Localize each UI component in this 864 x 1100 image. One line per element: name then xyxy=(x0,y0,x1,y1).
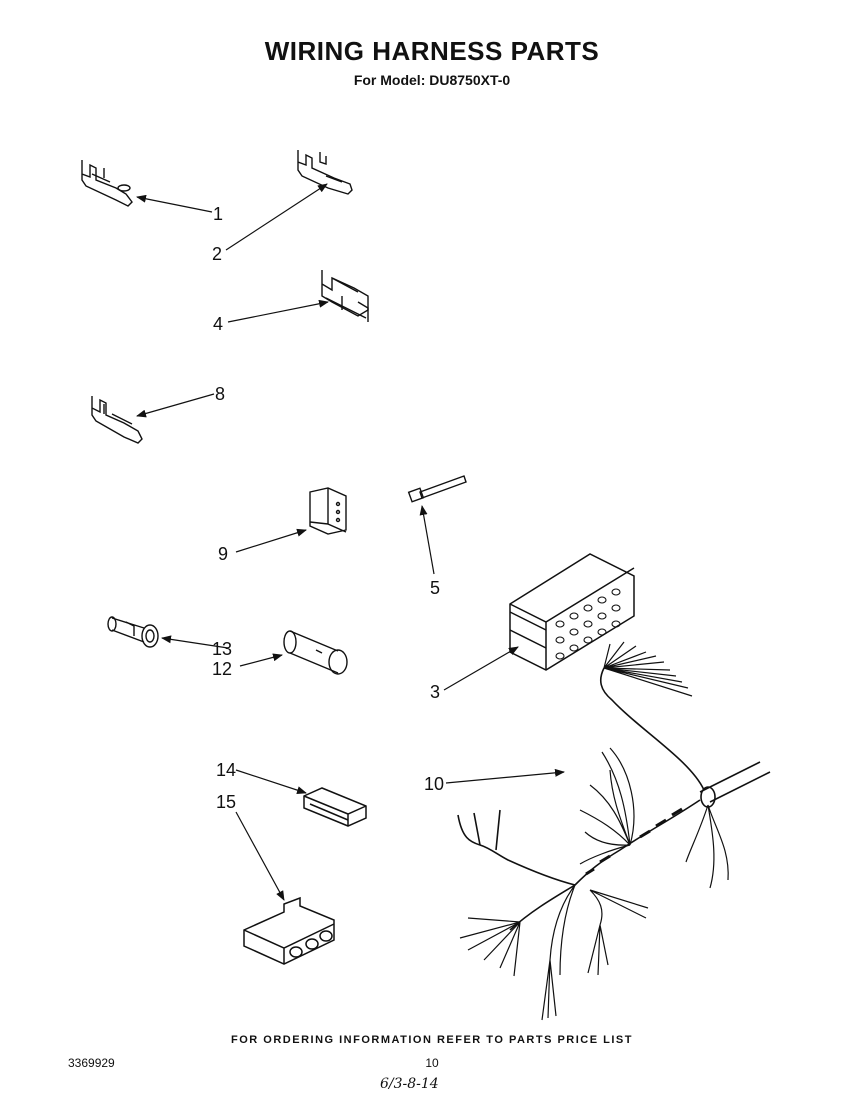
leader-15 xyxy=(235,811,285,901)
leader-8 xyxy=(136,393,215,418)
part-8-terminal xyxy=(91,396,143,444)
callout-4: 4 xyxy=(213,314,223,334)
callout-13: 13 xyxy=(212,639,232,659)
callout-15: 15 xyxy=(216,792,236,812)
leader-13 xyxy=(161,635,229,649)
part-9-connector xyxy=(309,487,347,535)
callout-2: 2 xyxy=(212,244,222,264)
part-15-terminal-block xyxy=(243,896,335,965)
part-12-splice xyxy=(283,630,348,675)
leader-4 xyxy=(227,299,329,323)
part-10-wiring-harness xyxy=(457,641,771,1021)
leader-5 xyxy=(419,505,435,575)
part-13-cap xyxy=(107,616,159,648)
leader-14 xyxy=(235,769,307,794)
leader-9 xyxy=(235,528,307,553)
part-4-bracket xyxy=(321,270,369,322)
page-title: WIRING HARNESS PARTS xyxy=(264,36,600,66)
callout-1: 1 xyxy=(213,204,223,224)
callout-5: 5 xyxy=(430,578,440,598)
document-number: 3369929 xyxy=(68,1056,115,1070)
callout-10: 10 xyxy=(424,774,444,794)
page-number: 10 xyxy=(425,1056,439,1070)
part-1-terminal xyxy=(81,160,133,207)
leader-10 xyxy=(445,768,565,784)
part-2-terminal xyxy=(297,150,353,195)
leader-3 xyxy=(443,646,519,691)
ordering-info-footer: FOR ORDERING INFORMATION REFER TO PARTS … xyxy=(231,1034,633,1046)
leader-2 xyxy=(225,183,328,251)
handwritten-note: 6/3-8-14 xyxy=(380,1076,439,1092)
part-5-cable-tie xyxy=(407,475,467,503)
callout-14: 14 xyxy=(216,760,236,780)
leader-1 xyxy=(136,194,213,213)
callout-9: 9 xyxy=(218,544,228,564)
part-14-receptacle xyxy=(303,787,367,827)
leader-12 xyxy=(239,653,283,667)
model-subtitle: For Model: DU8750XT-0 xyxy=(353,72,511,88)
callout-3: 3 xyxy=(430,682,440,702)
callout-8: 8 xyxy=(215,384,225,404)
callout-12: 12 xyxy=(212,659,232,679)
